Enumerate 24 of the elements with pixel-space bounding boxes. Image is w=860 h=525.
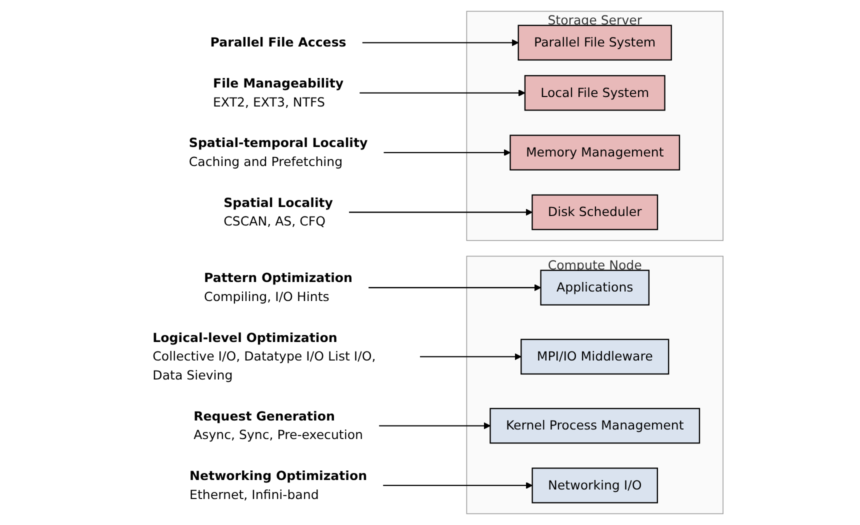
arrow [362, 39, 519, 46]
node-text: Logical-level Optimization Collective I/O, Datatype I/O List I/O, Data Sieving [152, 330, 376, 383]
node-box: Kernel Process Management [490, 408, 700, 444]
arrow [378, 422, 491, 430]
node-text: Parallel File Access [210, 34, 346, 50]
node-box: MPI/IO Middleware [520, 338, 670, 375]
node-box: Networking I/O [532, 468, 658, 504]
node-box: Applications [540, 270, 650, 306]
arrow [420, 353, 522, 360]
node-text: Spatial Locality CSCAN, AS, CFQ [224, 194, 333, 229]
node-text: File Manageability EXT2, EXT3, NTFS [212, 76, 344, 110]
arrow [348, 208, 533, 216]
arrow [368, 284, 542, 292]
arrow [382, 482, 533, 489]
arrow [383, 149, 511, 156]
node-text: Pattern Optimization Compiling, I/O Hints [204, 270, 352, 304]
node-text: Spatial-temporal Locality Caching and Prefetching [188, 135, 368, 170]
node-box: Memory Management [510, 134, 680, 170]
node-box: Parallel File System [518, 24, 672, 61]
node-box: Local File System [524, 75, 666, 111]
node-box: Disk Scheduler [532, 194, 658, 230]
node-text: Networking Optimization Ethernet, Infini-band [190, 468, 368, 502]
arrow [359, 89, 526, 96]
node-text: Request Generation Async, Sync, Pre-execution [194, 408, 363, 442]
